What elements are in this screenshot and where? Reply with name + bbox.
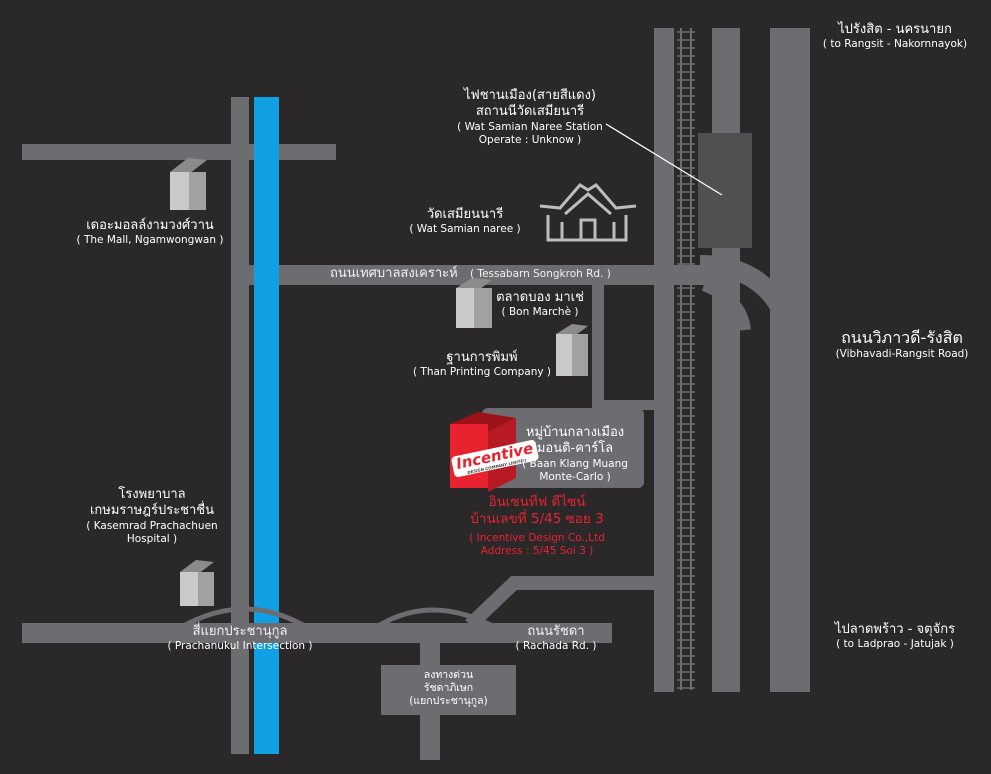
expressway-label: ลงทางด่วน รัชดาภิเษก (แยกประชานุกูล) [381, 669, 516, 708]
printing-en: ( Than Printing Company ) [412, 366, 552, 379]
village-block [482, 408, 644, 488]
train-th-1: ไฟชานเมือง(สายสีแดง) [463, 88, 597, 103]
building-icon-bonmarche [456, 278, 492, 328]
rachada-en: ( Rachada Rd. ) [515, 640, 597, 653]
building-icon-mall [170, 158, 207, 210]
soi-diagonal-road [465, 576, 660, 631]
village-th-2: มอนติ-คาร์โล [536, 441, 614, 457]
company-address-en: Address : 5/45 Soi 3 ) [480, 544, 594, 557]
company-name-th: อินเซนทีฟ ดีไซน์ [488, 494, 586, 510]
temple-en: ( Wat Samian naree ) [409, 223, 521, 236]
bonmarche-th: ตลาดบอง มาเช่ [496, 290, 584, 305]
overpass-arc-right [370, 607, 502, 633]
village-label: หมู่บ้านกลางเมือง มอนติ-คาร์โล ( Baan Kl… [512, 425, 638, 484]
train-th-2: สถานนีวัดเสมียนารี [475, 104, 585, 120]
mall-th: เดอะมอลล์งามวงศ์วาน [86, 218, 214, 233]
soi-road-connector [596, 400, 656, 410]
tessabarn-road-th: ถนนเทศบาลสงเคราะห์ [330, 266, 458, 281]
bonmarche-label: ตลาดบอง มาเช่ ( Bon Marchè ) [492, 290, 588, 319]
vibhavadi-en: (Vibhavadi-Rangsit Road) [835, 348, 969, 360]
tessabarn-ramp [699, 255, 800, 334]
printing-th: ฐานการพิมพ์ [446, 350, 518, 365]
rachada-road [22, 623, 612, 643]
prachanukul-th: สี่แยกประชานุกูล [192, 624, 288, 639]
tessabarn-road-en: ( Tessabarn Songkroh Rd. ) [470, 268, 611, 280]
company-name-en: ( Incentive Design Co.,Ltd [469, 531, 605, 544]
south-direction-en: ( to Ladprao - Jatujak ) [836, 638, 954, 651]
printing-label: ฐานการพิมพ์ ( Than Printing Company ) [412, 350, 552, 379]
company-label: อินเซนทีฟ ดีไซน์ บ้านเลขที่ 5/45 ซอย 3 (… [462, 494, 612, 558]
south-direction-label: ไปลาดพร้าว - จตุจักร ( to Ladprao - Jatu… [800, 622, 990, 651]
temple-icon [539, 183, 637, 242]
hospital-label: โรงพยาบาล เกษมราษฎร์ประชาชื่น ( Kasemrad… [70, 487, 234, 546]
building-icon-printing [556, 324, 588, 376]
bonmarche-en: ( Bon Marchè ) [501, 306, 579, 319]
village-th-1: หมู่บ้านกลางเมือง [525, 425, 625, 440]
canal [254, 97, 279, 754]
hospital-th-1: โรงพยาบาล [118, 487, 186, 502]
tessabarn-ramp-inner [701, 279, 751, 331]
village-en-2: Monte-Carlo ) [539, 470, 611, 483]
train-station-label: ไฟชานเมือง(สายสีแดง) สถานนีวัดเสมียนารี … [440, 88, 620, 147]
mall-label: เดอะมอลล์งามวงศ์วาน ( The Mall, Ngamwong… [68, 218, 232, 247]
vibhavadi-inner-lane [712, 28, 740, 692]
rachada-th: ถนนรัชดา [527, 624, 585, 639]
vibhavadi-th: ถนนวิภาวดี-รังสิต [841, 328, 963, 347]
north-direction-th: ไปรังสิต - นครนายก [838, 22, 952, 37]
rachada-label: ถนนรัชดา ( Rachada Rd. ) [506, 624, 606, 653]
north-direction-label: ไปรังสิต - นครนายก ( to Rangsit - Nakorn… [800, 22, 990, 51]
company-address-th: บ้านเลขที่ 5/45 ซอย 3 [470, 510, 604, 527]
upper-road [22, 144, 336, 160]
north-direction-en: ( to Rangsit - Nakornnayok) [822, 38, 968, 51]
prachanukul-label: สี่แยกประชานุกูล ( Prachanukul Intersect… [160, 624, 320, 653]
canal-side-road [231, 97, 249, 754]
soi-road-vertical [592, 283, 604, 411]
building-icon-hospital [180, 560, 214, 606]
tessabarn-road [248, 265, 728, 285]
train-en-1: ( Wat Samian Naree Station [457, 120, 603, 133]
vibhavadi-road [770, 28, 810, 692]
hospital-en-2: Hospital ) [126, 532, 178, 545]
mall-en: ( The Mall, Ngamwongwan ) [76, 234, 224, 247]
overpass-arc-left [178, 606, 310, 631]
station-pointer-line [605, 123, 723, 196]
hospital-en-1: ( Kasemrad Prachachuen [86, 519, 218, 532]
hospital-th-2: เกษมราษฎร์ประชาชื่น [89, 503, 215, 519]
vibhavadi-label: ถนนวิภาวดี-รังสิต (Vibhavadi-Rangsit Roa… [812, 328, 991, 361]
temple-th: วัดเสมียนนารี [426, 207, 504, 222]
expressway-line-2: รัชดาภิเษก [423, 682, 474, 695]
expressway-line-3: (แยกประชานุกูล) [409, 695, 488, 708]
south-direction-th: ไปลาดพร้าว - จตุจักร [834, 622, 956, 637]
prachanukul-en: ( Prachanukul Intersection ) [167, 640, 313, 653]
train-en-2: Operate : Unknow ) [478, 133, 582, 146]
railway-track [677, 28, 695, 690]
frontage-road [654, 28, 674, 692]
train-station-platform [698, 133, 752, 248]
expressway-exit-box [381, 665, 516, 715]
expressway-line-1: ลงทางด่วน [423, 669, 474, 681]
temple-label: วัดเสมียนนารี ( Wat Samian naree ) [400, 207, 530, 236]
village-en-1: ( Baan Klang Muang [522, 457, 628, 470]
